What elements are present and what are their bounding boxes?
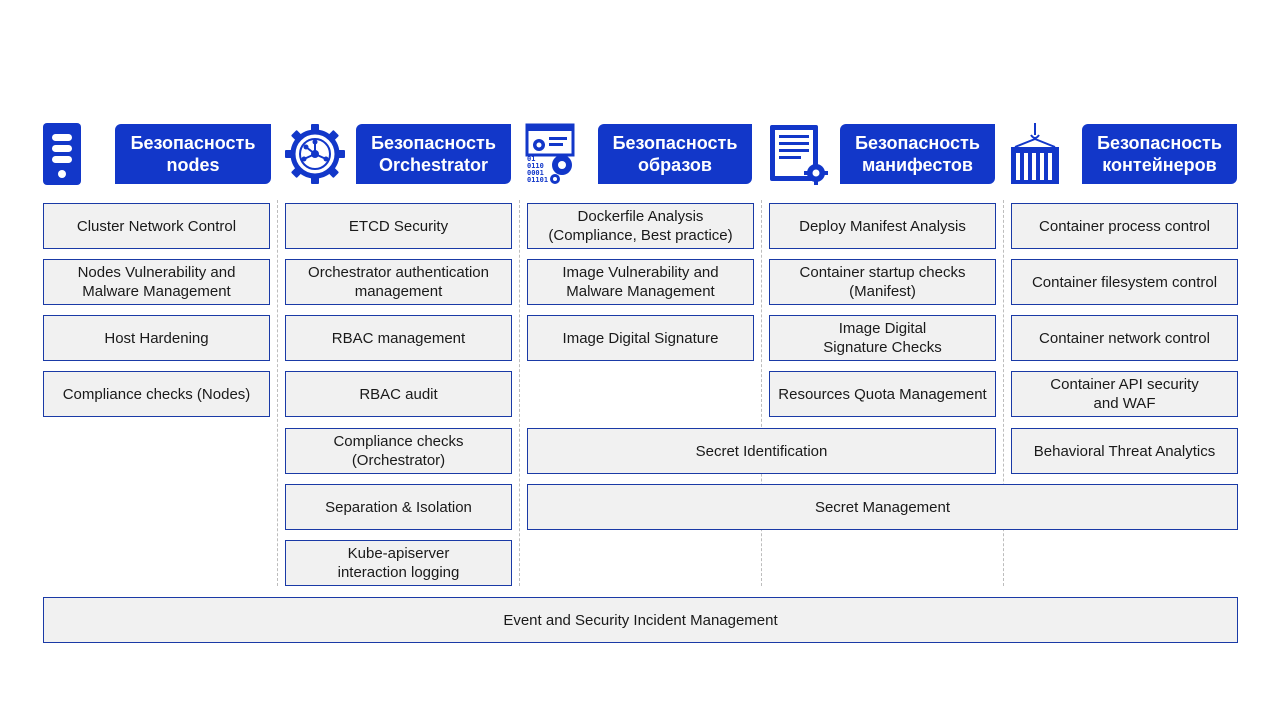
svg-text:0001: 0001 xyxy=(527,169,544,177)
box-compliance-nodes: Compliance checks (Nodes) xyxy=(43,371,270,417)
box-compliance-orchestrator: Compliance checks(Orchestrator) xyxy=(285,428,512,474)
column-divider xyxy=(761,200,762,586)
svg-text:01101: 01101 xyxy=(527,176,548,184)
box-event-incident-management: Event and Security Incident Management xyxy=(43,597,1238,643)
column-divider xyxy=(277,200,278,586)
image-binary-gears-icon: 01 0110 0001 01101 xyxy=(525,123,575,185)
box-behavioral-threat-analytics: Behavioral Threat Analytics xyxy=(1011,428,1238,474)
box-secret-identification: Secret Identification xyxy=(527,428,996,474)
orchestrator-gear-icon xyxy=(284,123,346,185)
manifest-document-icon xyxy=(768,123,828,185)
box-container-filesystem-control: Container filesystem control xyxy=(1011,259,1238,305)
box-rbac-management: RBAC management xyxy=(285,315,512,361)
box-image-digital-signature: Image Digital Signature xyxy=(527,315,754,361)
box-container-network-control: Container network control xyxy=(1011,315,1238,361)
column-divider xyxy=(1003,200,1004,586)
box-host-hardening: Host Hardening xyxy=(43,315,270,361)
box-dockerfile-analysis: Dockerfile Analysis(Compliance, Best pra… xyxy=(527,203,754,249)
svg-text:01: 01 xyxy=(527,155,535,163)
box-separation-isolation: Separation & Isolation xyxy=(285,484,512,530)
svg-text:0110: 0110 xyxy=(527,162,544,170)
column-divider xyxy=(519,200,520,586)
server-icon xyxy=(43,123,81,185)
box-container-process-control: Container process control xyxy=(1011,203,1238,249)
box-secret-management: Secret Management xyxy=(527,484,1238,530)
box-container-startup-checks: Container startup checks(Manifest) xyxy=(769,259,996,305)
box-rbac-audit: RBAC audit xyxy=(285,371,512,417)
box-deploy-manifest-analysis: Deploy Manifest Analysis xyxy=(769,203,996,249)
box-cluster-network-control: Cluster Network Control xyxy=(43,203,270,249)
box-resources-quota: Resources Quota Management xyxy=(769,371,996,417)
box-etcd-security: ETCD Security xyxy=(285,203,512,249)
container-crane-icon xyxy=(1009,123,1061,185)
